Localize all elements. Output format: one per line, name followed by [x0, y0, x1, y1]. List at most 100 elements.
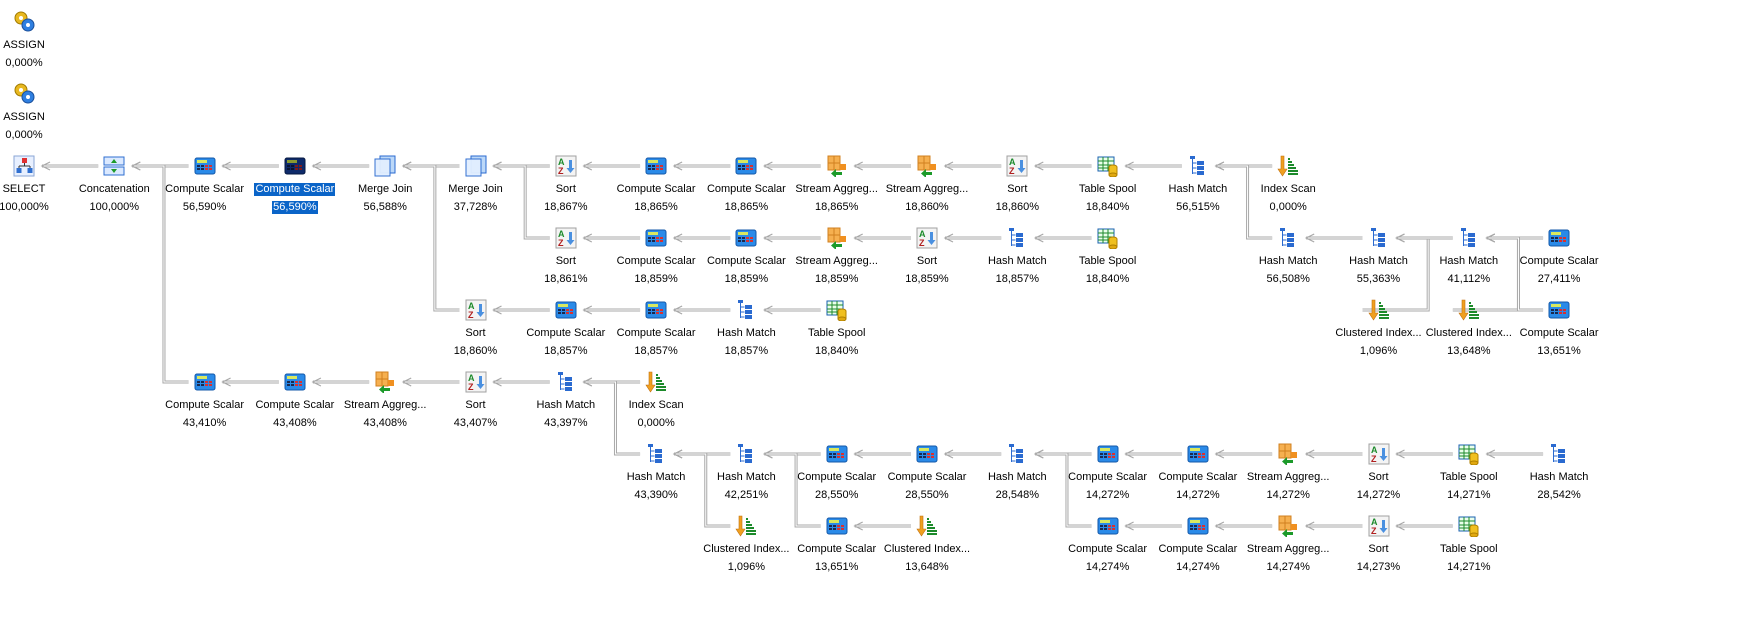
operator-name: Hash Match — [1439, 255, 1499, 267]
plan-node-clustered-index-scan[interactable]: Clustered Index...13,648% — [1419, 299, 1519, 359]
operator-cost: 18,865% — [724, 201, 769, 213]
operator-name: Hash Match — [1168, 183, 1228, 195]
operator-cost: 18,857% — [724, 345, 769, 357]
operator-cost: 18,859% — [905, 273, 949, 285]
plan-node-clustered-index-scan[interactable]: Clustered Index...1,096% — [696, 515, 796, 575]
operator-cost: 18,861% — [544, 273, 588, 285]
stream-aggregate-icon — [1277, 443, 1299, 466]
operator-cost: 14,271% — [1447, 561, 1491, 573]
operator-cost: 56,590% — [182, 201, 227, 213]
assign-icon — [13, 83, 35, 105]
svg-text:A: A — [1009, 157, 1016, 167]
operator-name: Compute Scalar — [797, 543, 877, 555]
plan-node-clustered-index-scan[interactable]: Clustered Index...1,096% — [1329, 299, 1429, 359]
hash-match-icon — [735, 443, 757, 465]
operator-name: Compute Scalar — [616, 255, 696, 267]
operator-cost: 18,867% — [544, 201, 588, 213]
plan-node-stream-aggregate[interactable]: Stream Aggreg...14,272% — [1238, 443, 1338, 503]
plan-node-stream-aggregate[interactable]: Stream Aggreg...43,408% — [335, 371, 435, 431]
operator-name: Clustered Index... — [883, 543, 971, 555]
table-spool-icon — [1097, 227, 1119, 250]
operator-name: Index Scan — [628, 399, 684, 411]
operator-cost: 13,648% — [905, 561, 949, 573]
plan-node-clustered-index-scan[interactable]: Clustered Index... 13,648% — [877, 515, 977, 575]
plan-node-stream-aggregate[interactable]: Stream Aggreg...18,860% — [877, 155, 977, 215]
stream-aggregate-icon — [374, 371, 396, 394]
operator-name: Hash Match — [1529, 471, 1589, 483]
compute-scalar-icon — [645, 155, 667, 177]
operator-name: ASSIGN — [3, 39, 45, 51]
operator-cost: 43,390% — [634, 489, 678, 501]
operator-name: Concatenation — [78, 183, 150, 195]
operator-name: Stream Aggreg... — [885, 183, 969, 195]
operator-name: ASSIGN — [3, 111, 45, 123]
operator-name: Table Spool — [807, 327, 866, 339]
plan-node-stream-aggregate[interactable]: Stream Aggreg...18,865% — [787, 155, 887, 215]
table-spool-icon — [1458, 515, 1480, 538]
operator-name: Stream Aggreg... — [343, 399, 427, 411]
plan-node-stream-aggregate[interactable]: Stream Aggreg...18,859% — [787, 227, 887, 287]
index-scan-icon — [1277, 155, 1299, 177]
operator-name: Clustered Index... — [1425, 327, 1512, 339]
plan-node-stream-aggregate[interactable]: Stream Aggreg...14,274% — [1238, 515, 1338, 575]
operator-cost: 100,000% — [0, 201, 49, 213]
operator-name: Clustered Index... — [1335, 327, 1422, 339]
svg-text:Z: Z — [1371, 526, 1377, 536]
operator-cost: 18,865% — [634, 201, 678, 213]
